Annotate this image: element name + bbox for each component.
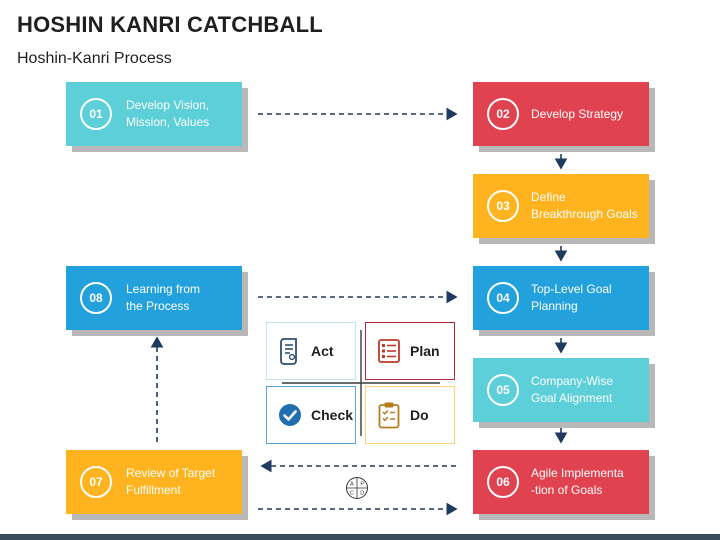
step-03-label: Define Breakthrough Goals (531, 190, 638, 221)
pdca-check: Check (266, 386, 356, 444)
step-08: 08 Learning from the Process (66, 266, 242, 330)
cycle-letter-a: A (350, 482, 354, 488)
step-07-number: 07 (80, 466, 112, 498)
step-02-number: 02 (487, 98, 519, 130)
pdca-act: Act (266, 322, 356, 380)
step-05: 05 Company-Wise Goal Alignment (473, 358, 649, 422)
cycle-letter-d: D (360, 491, 364, 497)
step-01-label: Develop Vision, Mission, Values (126, 98, 210, 129)
step-06: 06 Agile Implementa -tion of Goals (473, 450, 649, 514)
step-04-number: 04 (487, 282, 519, 314)
step-03: 03 Define Breakthrough Goals (473, 174, 649, 238)
step-01: 01 Develop Vision, Mission, Values (66, 82, 242, 146)
clipboard-icon (376, 400, 402, 430)
step-05-label: Company-Wise Goal Alignment (531, 374, 614, 405)
step-02-label: Develop Strategy (531, 106, 624, 121)
step-01-number: 01 (80, 98, 112, 130)
step-03-number: 03 (487, 190, 519, 222)
page-subtitle: Hoshin-Kanri Process (17, 50, 172, 67)
cycle-letter-p: P (360, 482, 364, 488)
pdca-act-label: Act (311, 343, 334, 359)
checkmark-icon (277, 400, 303, 430)
pdca-check-label: Check (311, 407, 354, 423)
step-06-label: Agile Implementa -tion of Goals (531, 466, 624, 497)
step-08-label: Learning from the Process (126, 282, 201, 313)
pdca-cycle-icon: A P C D (346, 477, 368, 499)
scroll-icon (277, 336, 303, 366)
page-title: HOSHIN KANRI CATCHBALL (17, 12, 323, 37)
step-02: 02 Develop Strategy (473, 82, 649, 146)
footer-bar (0, 534, 720, 540)
step-05-number: 05 (487, 374, 519, 406)
pdca-plan-label: Plan (410, 343, 440, 359)
pdca-do: Do (365, 386, 455, 444)
step-06-number: 06 (487, 466, 519, 498)
step-04: 04 Top-Level Goal Planning (473, 266, 649, 330)
step-07-label: Review of Target Fulfillment (126, 466, 216, 497)
step-07: 07 Review of Target Fulfillment (66, 450, 242, 514)
step-04-label: Top-Level Goal Planning (531, 282, 612, 313)
pdca-do-label: Do (410, 407, 429, 423)
checklist-icon (376, 336, 402, 366)
pdca-plan: Plan (365, 322, 455, 380)
step-08-number: 08 (80, 282, 112, 314)
cycle-letter-c: C (350, 491, 354, 497)
